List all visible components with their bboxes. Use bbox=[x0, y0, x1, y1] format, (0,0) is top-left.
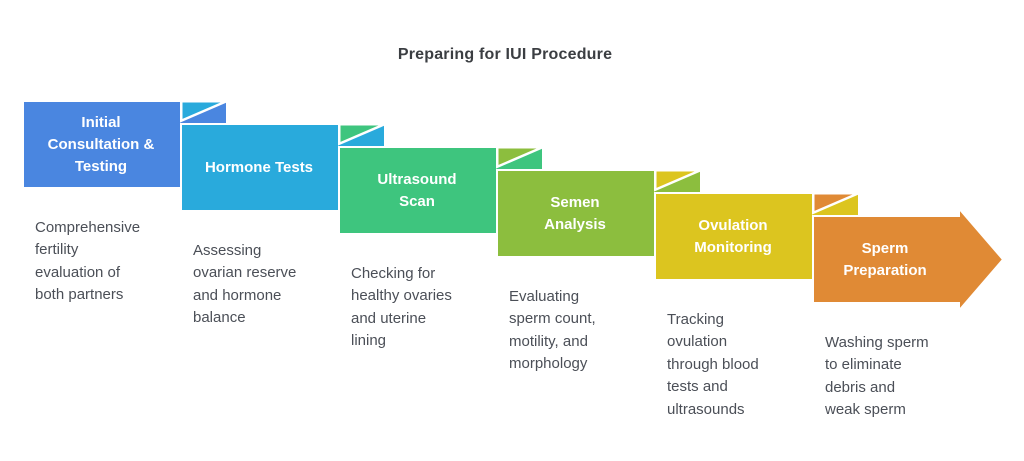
fold-triangle-icon bbox=[338, 123, 385, 146]
fold-triangle-icon bbox=[180, 100, 227, 123]
step-label: Semen Analysis bbox=[544, 193, 606, 233]
fold-triangle-icon bbox=[654, 169, 701, 192]
step-label: Ultrasound Scan bbox=[377, 170, 457, 210]
step-description: Checking for healthy ovaries and uterine… bbox=[351, 265, 452, 350]
step-description: Tracking ovulation through blood tests a… bbox=[667, 311, 759, 418]
step-sperm-preparation: Sperm Preparation Washing sperm to elimi… bbox=[812, 192, 1018, 418]
step-label: Sperm Preparation bbox=[843, 239, 927, 279]
fold-triangle-icon bbox=[496, 146, 543, 169]
page-title: Preparing for IUI Procedure bbox=[397, 46, 613, 63]
step-description: Comprehensive fertility evaluation of bo… bbox=[35, 219, 141, 304]
arrow-shape bbox=[812, 207, 1005, 313]
step-label: Initial Consultation & Testing bbox=[47, 113, 155, 175]
step-description: Assessing ovarian reserve and hormone ba… bbox=[193, 242, 297, 327]
step-label: Ovulation Monitoring bbox=[694, 216, 772, 256]
step-description: Evaluating sperm count, motility, and mo… bbox=[509, 288, 596, 373]
fold-triangle-icon bbox=[812, 192, 859, 215]
step-label: Hormone Tests bbox=[204, 158, 314, 176]
step-description: Washing sperm to eliminate debris and we… bbox=[825, 334, 929, 419]
